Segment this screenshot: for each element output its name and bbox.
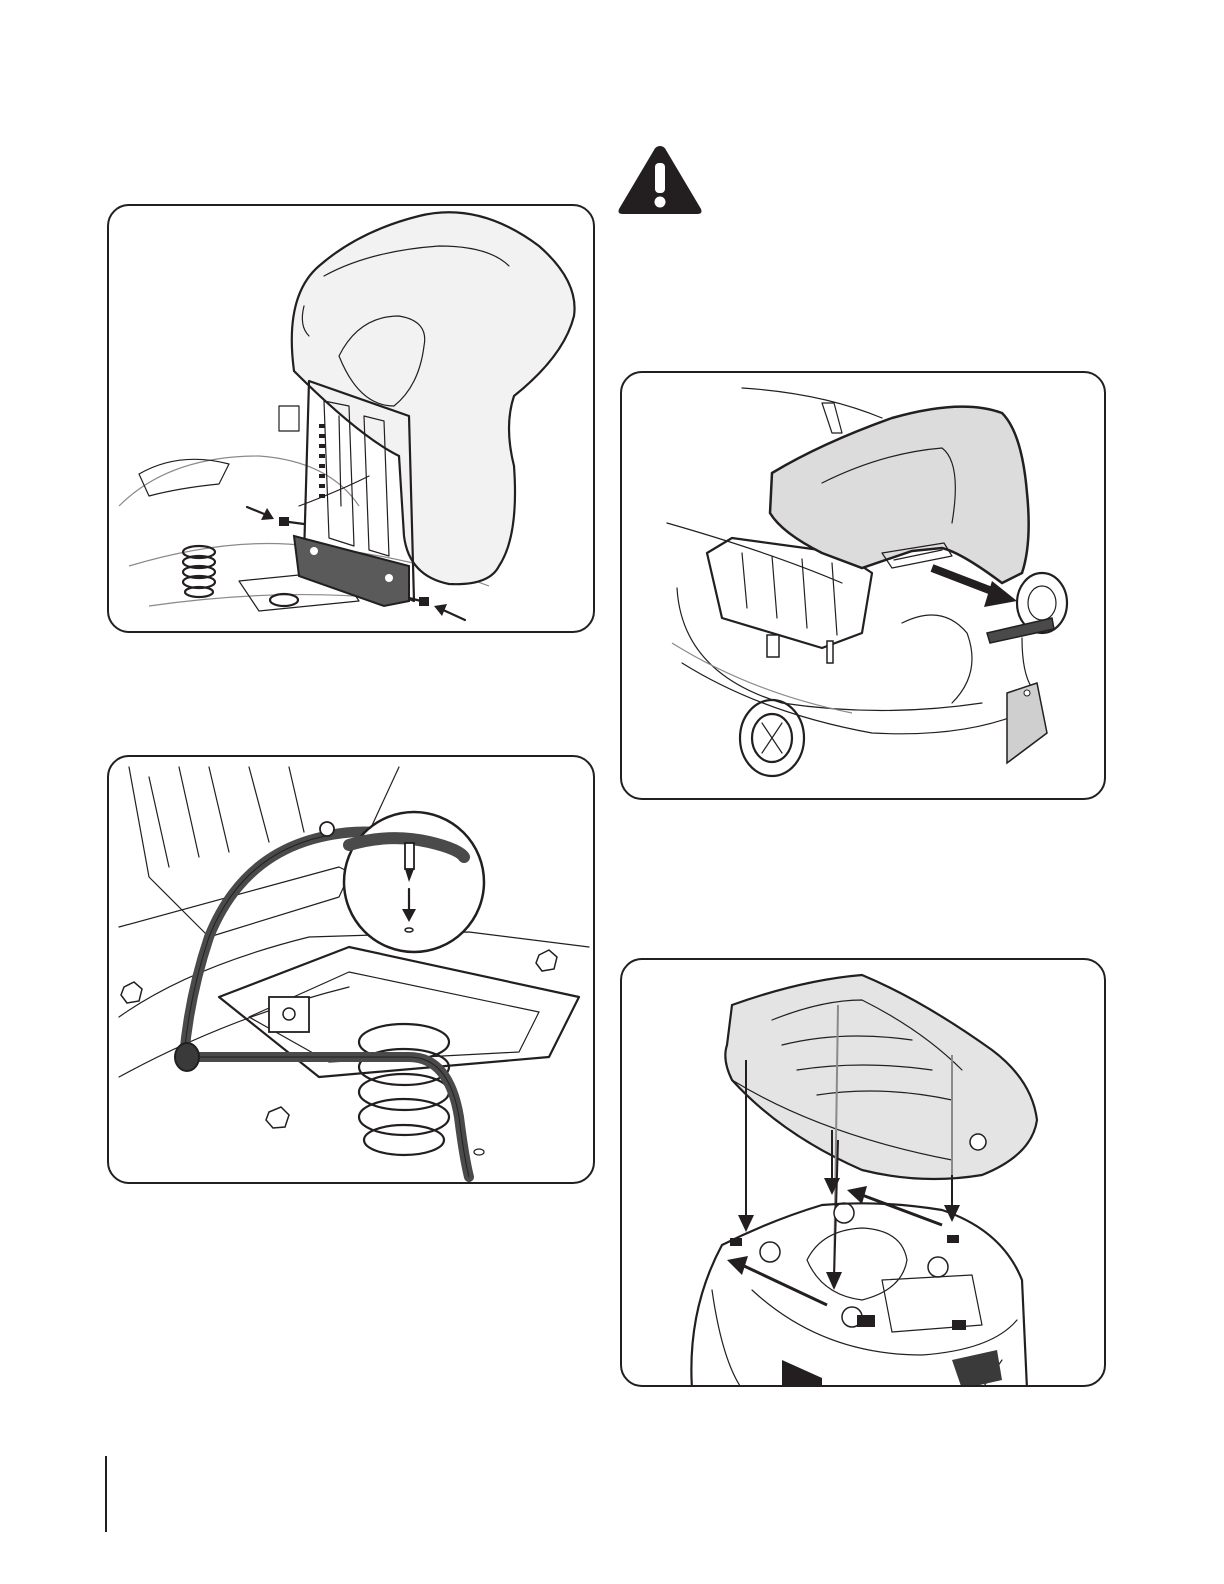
page-margin-rule <box>105 1456 107 1532</box>
mulch-cover <box>770 407 1029 583</box>
arrow-right-icon <box>247 507 274 520</box>
seat-icon <box>292 212 575 584</box>
hose-clamp <box>175 1043 199 1071</box>
figure-engine-hood-install <box>620 958 1106 1387</box>
adjustment-slots <box>319 424 325 498</box>
nut-icon <box>536 950 557 971</box>
mulch-cover-illustration <box>622 373 1106 800</box>
nut-icon <box>266 1107 289 1128</box>
hose-routing-illustration <box>109 757 595 1184</box>
wheel-icon <box>740 700 804 776</box>
bolt-icon <box>279 517 304 526</box>
detail-callout <box>344 812 484 952</box>
warning-triangle-icon <box>616 143 704 217</box>
tag-icon <box>1007 683 1047 763</box>
seat-mount-bracket <box>294 536 409 606</box>
engine-hood <box>725 975 1037 1179</box>
bolt-icon <box>409 597 429 606</box>
figure-seat-removal <box>107 204 595 633</box>
arrow-left-icon <box>434 604 465 620</box>
arrow-left-icon <box>727 1256 827 1305</box>
engine-hood-illustration <box>622 960 1106 1387</box>
spring-icon <box>359 1024 449 1155</box>
seat-bracket-illustration <box>109 206 595 633</box>
spring-icon <box>183 546 215 597</box>
figure-mulch-cover-removal <box>620 371 1106 800</box>
figure-hose-routing <box>107 755 595 1184</box>
nut-icon <box>121 982 142 1003</box>
